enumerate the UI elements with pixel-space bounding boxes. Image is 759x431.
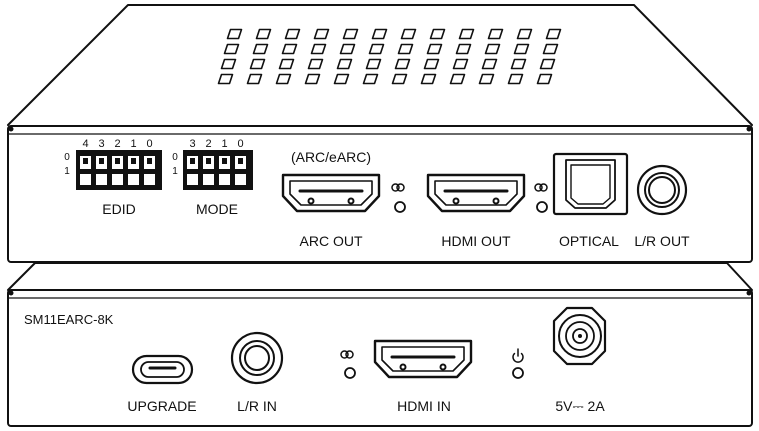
vent-slot-icon (542, 43, 559, 55)
vent-slot-icon (400, 28, 417, 40)
bottom-unit-front-panel (7, 289, 753, 427)
vent-slot-icon (507, 73, 524, 85)
top-unit (7, 4, 753, 263)
vent-slot-icon (220, 58, 237, 70)
vent-slot-icon (510, 58, 527, 70)
upgrade-label: UPGRADE (127, 398, 196, 414)
vent-slot-icon (365, 58, 382, 70)
link-icon (340, 350, 354, 359)
model-name: SM11EARC-8K (24, 312, 114, 327)
vent-slot-icon (275, 73, 292, 85)
mode-bit-label: 3 (189, 138, 195, 150)
link-icon (534, 183, 548, 192)
hdmi-out-port[interactable] (426, 173, 526, 213)
hdmi-out-status-led (536, 201, 548, 213)
power-status-led (512, 367, 524, 379)
vent-slot-icon (481, 58, 498, 70)
vent-slot-icon (246, 73, 263, 85)
hdmi-in-status-led (344, 367, 356, 379)
vent-slot-icon (255, 28, 272, 40)
edid-row-label: 1 (64, 166, 70, 177)
dip-switch-mode[interactable] (183, 150, 253, 190)
vent-slot-icon (313, 28, 330, 40)
vent-slot-icon (336, 58, 353, 70)
vent-slot-icon (217, 73, 234, 85)
vent-slot-icon (452, 58, 469, 70)
arc-status-led (394, 201, 406, 213)
arc-note: (ARC/eARC) (291, 149, 371, 165)
arc-out-label: ARC OUT (300, 233, 363, 249)
optical-label: OPTICAL (559, 233, 619, 249)
hdmi-in-port[interactable] (373, 339, 473, 379)
vent-slot-icon (333, 73, 350, 85)
vent-slot-icon (426, 43, 443, 55)
vent-slot-icon (281, 43, 298, 55)
mode-row-label: 1 (172, 166, 178, 177)
hdmi-out-label: HDMI OUT (441, 233, 511, 249)
edid-row-label: 0 (64, 152, 70, 163)
vent-slot-icon (458, 28, 475, 40)
vent-slot-icon (484, 43, 501, 55)
edid-bit-label: 2 (114, 138, 120, 150)
vent-slot-icon (397, 43, 414, 55)
lr-out-label: L/R OUT (634, 233, 690, 249)
vent-slot-icon (304, 73, 321, 85)
vent-slot-icon (478, 73, 495, 85)
vent-slot-icon (423, 58, 440, 70)
bottom-unit (7, 262, 753, 427)
power-label: 5V⎓ 2A (555, 398, 605, 414)
vent-slot-icon (371, 28, 388, 40)
vent-slot-icon (449, 73, 466, 85)
vent-slot-icon (536, 73, 553, 85)
arc-out-port[interactable] (281, 173, 381, 213)
lr-out-jack[interactable] (636, 164, 688, 216)
vent-slot-icon (420, 73, 437, 85)
vent-slot-icon (394, 58, 411, 70)
optical-port[interactable] (552, 152, 629, 216)
power-icon (512, 348, 524, 363)
vent-slot-icon (252, 43, 269, 55)
edid-bit-label: 3 (98, 138, 104, 150)
top-unit-lid (7, 4, 753, 126)
vent-slot-icon (545, 28, 562, 40)
hdmi-in-label: HDMI IN (397, 398, 451, 414)
vent-slot-icon (391, 73, 408, 85)
vent-slot-icon (278, 58, 295, 70)
vent-slot-icon (310, 43, 327, 55)
vent-slot-icon (539, 58, 556, 70)
bottom-unit-top-edge (7, 262, 753, 291)
mode-bit-label: 1 (221, 138, 227, 150)
vent-slot-icon (307, 58, 324, 70)
mode-bit-label: 2 (205, 138, 211, 150)
vent-slot-icon (429, 28, 446, 40)
vent-slot-icon (368, 43, 385, 55)
vent-slot-icon (284, 28, 301, 40)
edid-bit-label: 0 (146, 138, 152, 150)
vent-slot-icon (226, 28, 243, 40)
mode-row-label: 0 (172, 152, 178, 163)
edid-bit-label: 1 (130, 138, 136, 150)
edid-label: EDID (102, 201, 135, 217)
vent-slot-icon (249, 58, 266, 70)
lr-in-jack[interactable] (230, 331, 284, 385)
vent-slot-icon (342, 28, 359, 40)
link-icon (391, 183, 405, 192)
vent-slot-icon (487, 28, 504, 40)
dip-switch-edid[interactable] (76, 150, 162, 190)
vent-slot-icon (513, 43, 530, 55)
dc-power-jack[interactable] (552, 306, 607, 366)
vent-slot-icon (455, 43, 472, 55)
vent-slot-icon (339, 43, 356, 55)
upgrade-usb-port[interactable] (131, 354, 194, 385)
vent-grid (217, 28, 562, 85)
vent-slot-icon (362, 73, 379, 85)
vent-slot-icon (516, 28, 533, 40)
mode-label: MODE (196, 201, 238, 217)
edid-bit-label: 4 (82, 138, 88, 150)
mode-bit-label: 0 (237, 138, 243, 150)
vent-slot-icon (223, 43, 240, 55)
lr-in-label: L/R IN (237, 398, 277, 414)
